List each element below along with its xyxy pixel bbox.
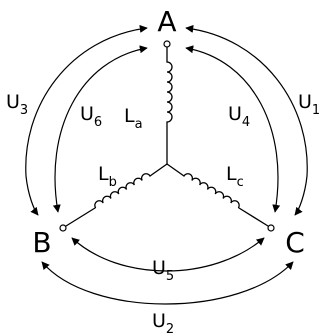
voltage-arrow-u5 (71, 237, 265, 272)
node-label-b: B (32, 226, 51, 259)
inductor-label-b: Lb (98, 163, 117, 190)
voltage-arrow-u4 (185, 45, 281, 213)
voltage-label-u4: U4 (228, 103, 250, 130)
node-label-a: A (157, 5, 176, 38)
voltage-arrow-u3 (25, 24, 148, 216)
voltage-label-u3: U3 (6, 91, 28, 118)
voltage-label-u2: U2 (152, 310, 174, 334)
wire-b-terminal (65, 207, 96, 227)
terminal-c (267, 224, 275, 232)
wire-b-center (149, 163, 168, 177)
voltage-arrow-u2 (41, 261, 294, 305)
voltage-arrow-u1 (185, 24, 308, 216)
terminal-b (59, 224, 67, 232)
inductor-a-coil (166, 61, 173, 123)
wire-c-center (166, 163, 185, 177)
inductor-label-a: La (124, 105, 143, 132)
voltage-label-u5: U5 (152, 257, 174, 284)
voltage-label-u6: U6 (80, 103, 102, 130)
voltage-arrow-u6 (52, 45, 148, 213)
node-label-c: C (285, 226, 305, 259)
voltage-label-u1: U1 (298, 91, 320, 118)
inductor-label-c: Lc (226, 163, 244, 190)
wire-c-terminal (238, 207, 269, 227)
terminal-a (163, 40, 171, 48)
